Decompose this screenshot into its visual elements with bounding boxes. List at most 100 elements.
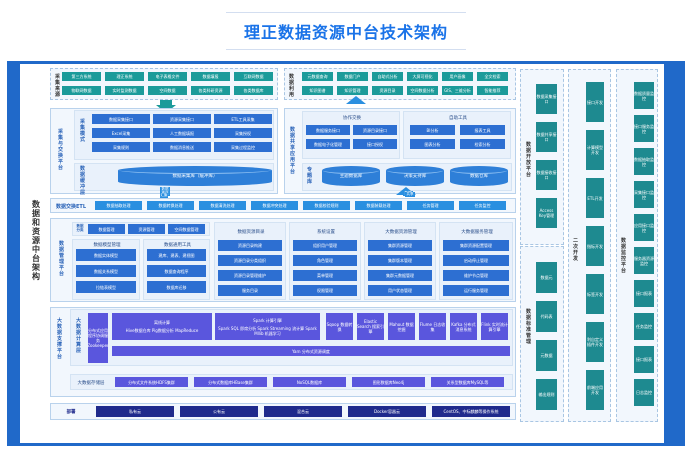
- topic-database: 主题数据库: [322, 166, 380, 186]
- spark-box: Spark 计算引擎 Spark SQL 即席分析 Spark Streaming…: [215, 313, 320, 340]
- standard-item: 元数据: [536, 340, 557, 371]
- source-item: 实时监测数据: [105, 86, 144, 95]
- collab-item: 数据电子化管理: [306, 139, 350, 149]
- deploy-item: 公有云: [180, 406, 258, 417]
- page-title: 理正数据资源中台技术架构: [243, 23, 448, 42]
- secondary-dev-label: 二次开发: [572, 238, 578, 262]
- selfservice-item: 检索分析: [460, 139, 505, 149]
- usage-item: 知识图谱: [302, 86, 333, 95]
- source-item: 第三方系统: [62, 72, 101, 81]
- monitor-label: 数据监控平台: [620, 238, 626, 274]
- tool-item: 数据库迁移: [147, 281, 206, 293]
- collect-item: ETL工具采集: [214, 114, 272, 124]
- monitor-item: 接口服务监控: [634, 115, 654, 142]
- etl-item: 任务管理: [407, 201, 454, 210]
- system-item: 权限管理: [293, 285, 357, 296]
- collab-item: 数据服务接口: [306, 125, 350, 135]
- catalog-title: 数据资源目录: [237, 230, 265, 235]
- source-item: 空间数据: [148, 86, 187, 95]
- etl-item: 数据抽取处理: [95, 201, 142, 210]
- collect-item: 采集过程监控: [214, 142, 272, 152]
- standard-item: 输出规则: [536, 379, 557, 410]
- zookeeper-box: 分布式应用程序协调服务Zookeeper: [88, 313, 108, 363]
- bigres-item: 集群版本管理: [368, 255, 432, 266]
- catalog-item: 服务目录: [218, 285, 282, 296]
- usage-item: 元数据查询: [302, 72, 333, 81]
- selfservice-panel: 自助工具: [403, 111, 511, 159]
- storage-item: 分布式文件系统HDFS集群: [115, 377, 188, 387]
- source-item: 数据填报: [191, 72, 230, 81]
- bignode-item: 集群资源配置管理: [443, 240, 509, 251]
- dev-item: 利自定义插件开发: [586, 322, 604, 362]
- tool-item: 建库、建表、建视图: [147, 249, 206, 261]
- monitor-item: 服务器资源监控: [634, 247, 654, 274]
- catalog-item: 资源目录管理维护: [218, 270, 282, 281]
- deploy-item: 私有云: [96, 406, 174, 417]
- tool-box: Mahout 数据挖掘: [388, 313, 415, 340]
- topic-db-label: 专题库: [306, 167, 312, 185]
- bigres-item: 集群资源管理: [368, 240, 432, 251]
- bignode-item: 运行服务管理: [443, 285, 509, 296]
- monitor-item: 任务监控: [634, 313, 654, 340]
- offline-title: 离线计算: [154, 320, 170, 325]
- standard-manage-label: 数据标准管理: [525, 309, 531, 345]
- selfservice-item: 报表工具: [460, 125, 505, 135]
- dev-item: 指标开发: [586, 226, 604, 266]
- source-item: 电子表格文件: [148, 72, 187, 81]
- model-item: 数据关系模型: [76, 265, 136, 277]
- model-item: 拉链表模型: [76, 281, 136, 293]
- etl-item: 任务监控: [459, 201, 506, 210]
- offline-items: Hive数据仓库 Pig数据分析 MapReduce: [125, 328, 199, 333]
- spark-title: Spark 计算引擎: [253, 317, 282, 323]
- buffer-label: 数据缓冲层: [79, 166, 85, 196]
- classify-label: 数据分类: [76, 224, 84, 232]
- catalog-item: 资源目录构建: [218, 240, 282, 251]
- usage-item: 智能推荐: [477, 86, 508, 95]
- bigdata-platform-label: 大数据支撑平台: [56, 318, 62, 360]
- system-title: 系统设置: [317, 230, 335, 235]
- storage-item: 图形数据库Neo4j: [352, 377, 425, 387]
- classify-item: 空间数据管理: [168, 224, 205, 234]
- bigres-item: 用户状态管理: [368, 285, 432, 296]
- dev-item: 标签开发: [586, 274, 604, 314]
- monitor-item: 日志监控: [634, 379, 654, 406]
- offline-compute-box: 离线计算 Hive数据仓库 Pig数据分析 MapReduce: [112, 313, 212, 340]
- standard-item: 代码表: [536, 301, 557, 332]
- source-item: 理正系统: [105, 72, 144, 81]
- model-item: 数据实体模型: [76, 249, 136, 261]
- tool-box: Kafka 分布式消息系统: [450, 313, 477, 340]
- usage-item: 资源目录: [372, 86, 403, 95]
- collect-item: 采集授权: [214, 128, 272, 138]
- dev-item: 接口开发: [586, 82, 604, 122]
- monitor-item: 采集接口监控: [634, 181, 654, 208]
- tool-title: 数据通用工具: [164, 243, 191, 248]
- etl-item: 数据装载处理: [355, 201, 402, 210]
- system-item: 角色管理: [293, 255, 357, 266]
- usage-item: 大屏可视化: [407, 72, 438, 81]
- collect-item: 采集规则: [92, 142, 150, 152]
- collect-item: Excel采集: [92, 128, 150, 138]
- open-item: 数据接收接口: [536, 160, 557, 190]
- spark-items: Spark SQL 即席分析 Spark Streaming 流计算 Spark…: [218, 325, 317, 336]
- open-platform-label: 数据开放平台: [525, 142, 531, 178]
- data-usage-label: 数据利用: [288, 74, 294, 98]
- standard-item: 数据元: [536, 262, 557, 293]
- yarn-bar: Yarn 分布式资源调度: [112, 346, 510, 356]
- bignode-title: 大数据服务管理: [461, 230, 493, 235]
- selfservice-item: BI分析: [410, 125, 455, 135]
- usage-item: 自助式分析: [372, 72, 403, 81]
- etl-item: 数据清洗处理: [199, 201, 246, 210]
- arrow-down-stem: [160, 100, 172, 106]
- monitor-item: 数据抽取监控: [634, 148, 654, 175]
- classify-item: 资源管理: [128, 224, 165, 234]
- storage-item: 分布式数据库HBase集群: [194, 377, 267, 387]
- deploy-item: CentOS、中标麒麟等操作系统: [432, 406, 510, 417]
- buffer-database: 数据采集库（缓冲库）: [118, 166, 272, 186]
- bigres-title: 大数据资源管理: [385, 230, 417, 235]
- usage-item: GIS、三维分析: [442, 86, 473, 95]
- open-item: 数据采集接口: [536, 84, 557, 114]
- dev-item: 计算模型开发: [586, 130, 604, 170]
- catalog-item: 资源目录分类组织: [218, 255, 282, 266]
- etl-item: 数据冲突处理: [251, 201, 298, 210]
- collect-item: 数据采集接口: [92, 114, 150, 124]
